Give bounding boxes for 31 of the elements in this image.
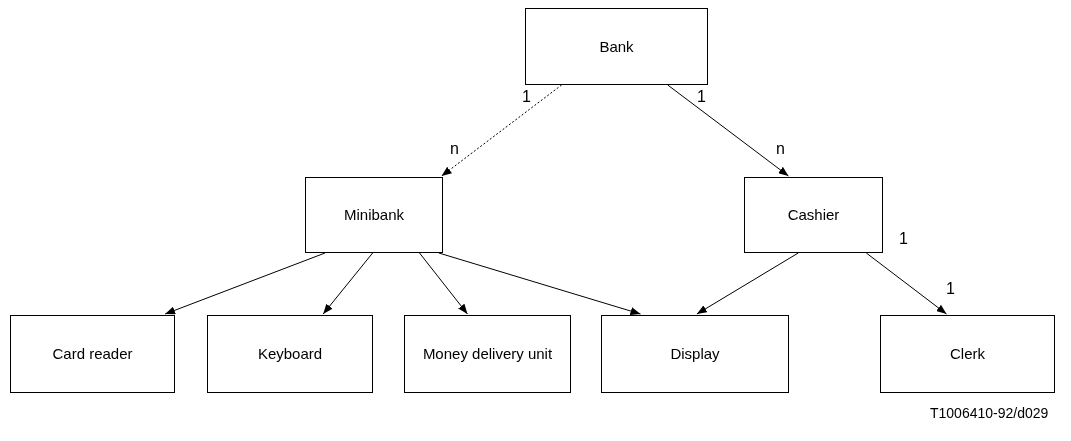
- process-box: [10, 315, 175, 393]
- arrow: [322, 252, 374, 315]
- box-label: Keyboard: [257, 344, 323, 364]
- multiplicity-label: 1: [899, 230, 908, 248]
- multiplicity-label: 1: [697, 88, 706, 106]
- multiplicity-label: n: [450, 140, 459, 158]
- arrow: [438, 252, 641, 315]
- figure-id: T1006410-92/d029: [930, 405, 1049, 421]
- box-label: Cashier: [787, 205, 840, 225]
- arrow: [667, 84, 789, 177]
- arrow: [696, 252, 799, 315]
- box-label: Display: [670, 344, 720, 364]
- multiplicity-label: n: [776, 140, 785, 158]
- arrow: [441, 84, 563, 177]
- arrow: [164, 252, 326, 315]
- box-label: Card reader: [52, 344, 133, 364]
- box-label: Minibank: [344, 205, 404, 225]
- process-box: [744, 177, 883, 253]
- process-box: [305, 177, 443, 253]
- arrow: [419, 252, 468, 315]
- process-box: [404, 315, 571, 393]
- box-label: Money delivery unit: [422, 344, 553, 364]
- box-label: Clerk: [950, 344, 985, 364]
- process-box: [601, 315, 789, 393]
- box-label: Bank: [599, 36, 634, 57]
- process-box: [880, 315, 1055, 393]
- process-box: [525, 8, 708, 85]
- multiplicity-label: 1: [522, 88, 531, 106]
- multiplicity-label: 1: [946, 280, 955, 298]
- arrow: [865, 252, 947, 315]
- process-box: [207, 315, 373, 393]
